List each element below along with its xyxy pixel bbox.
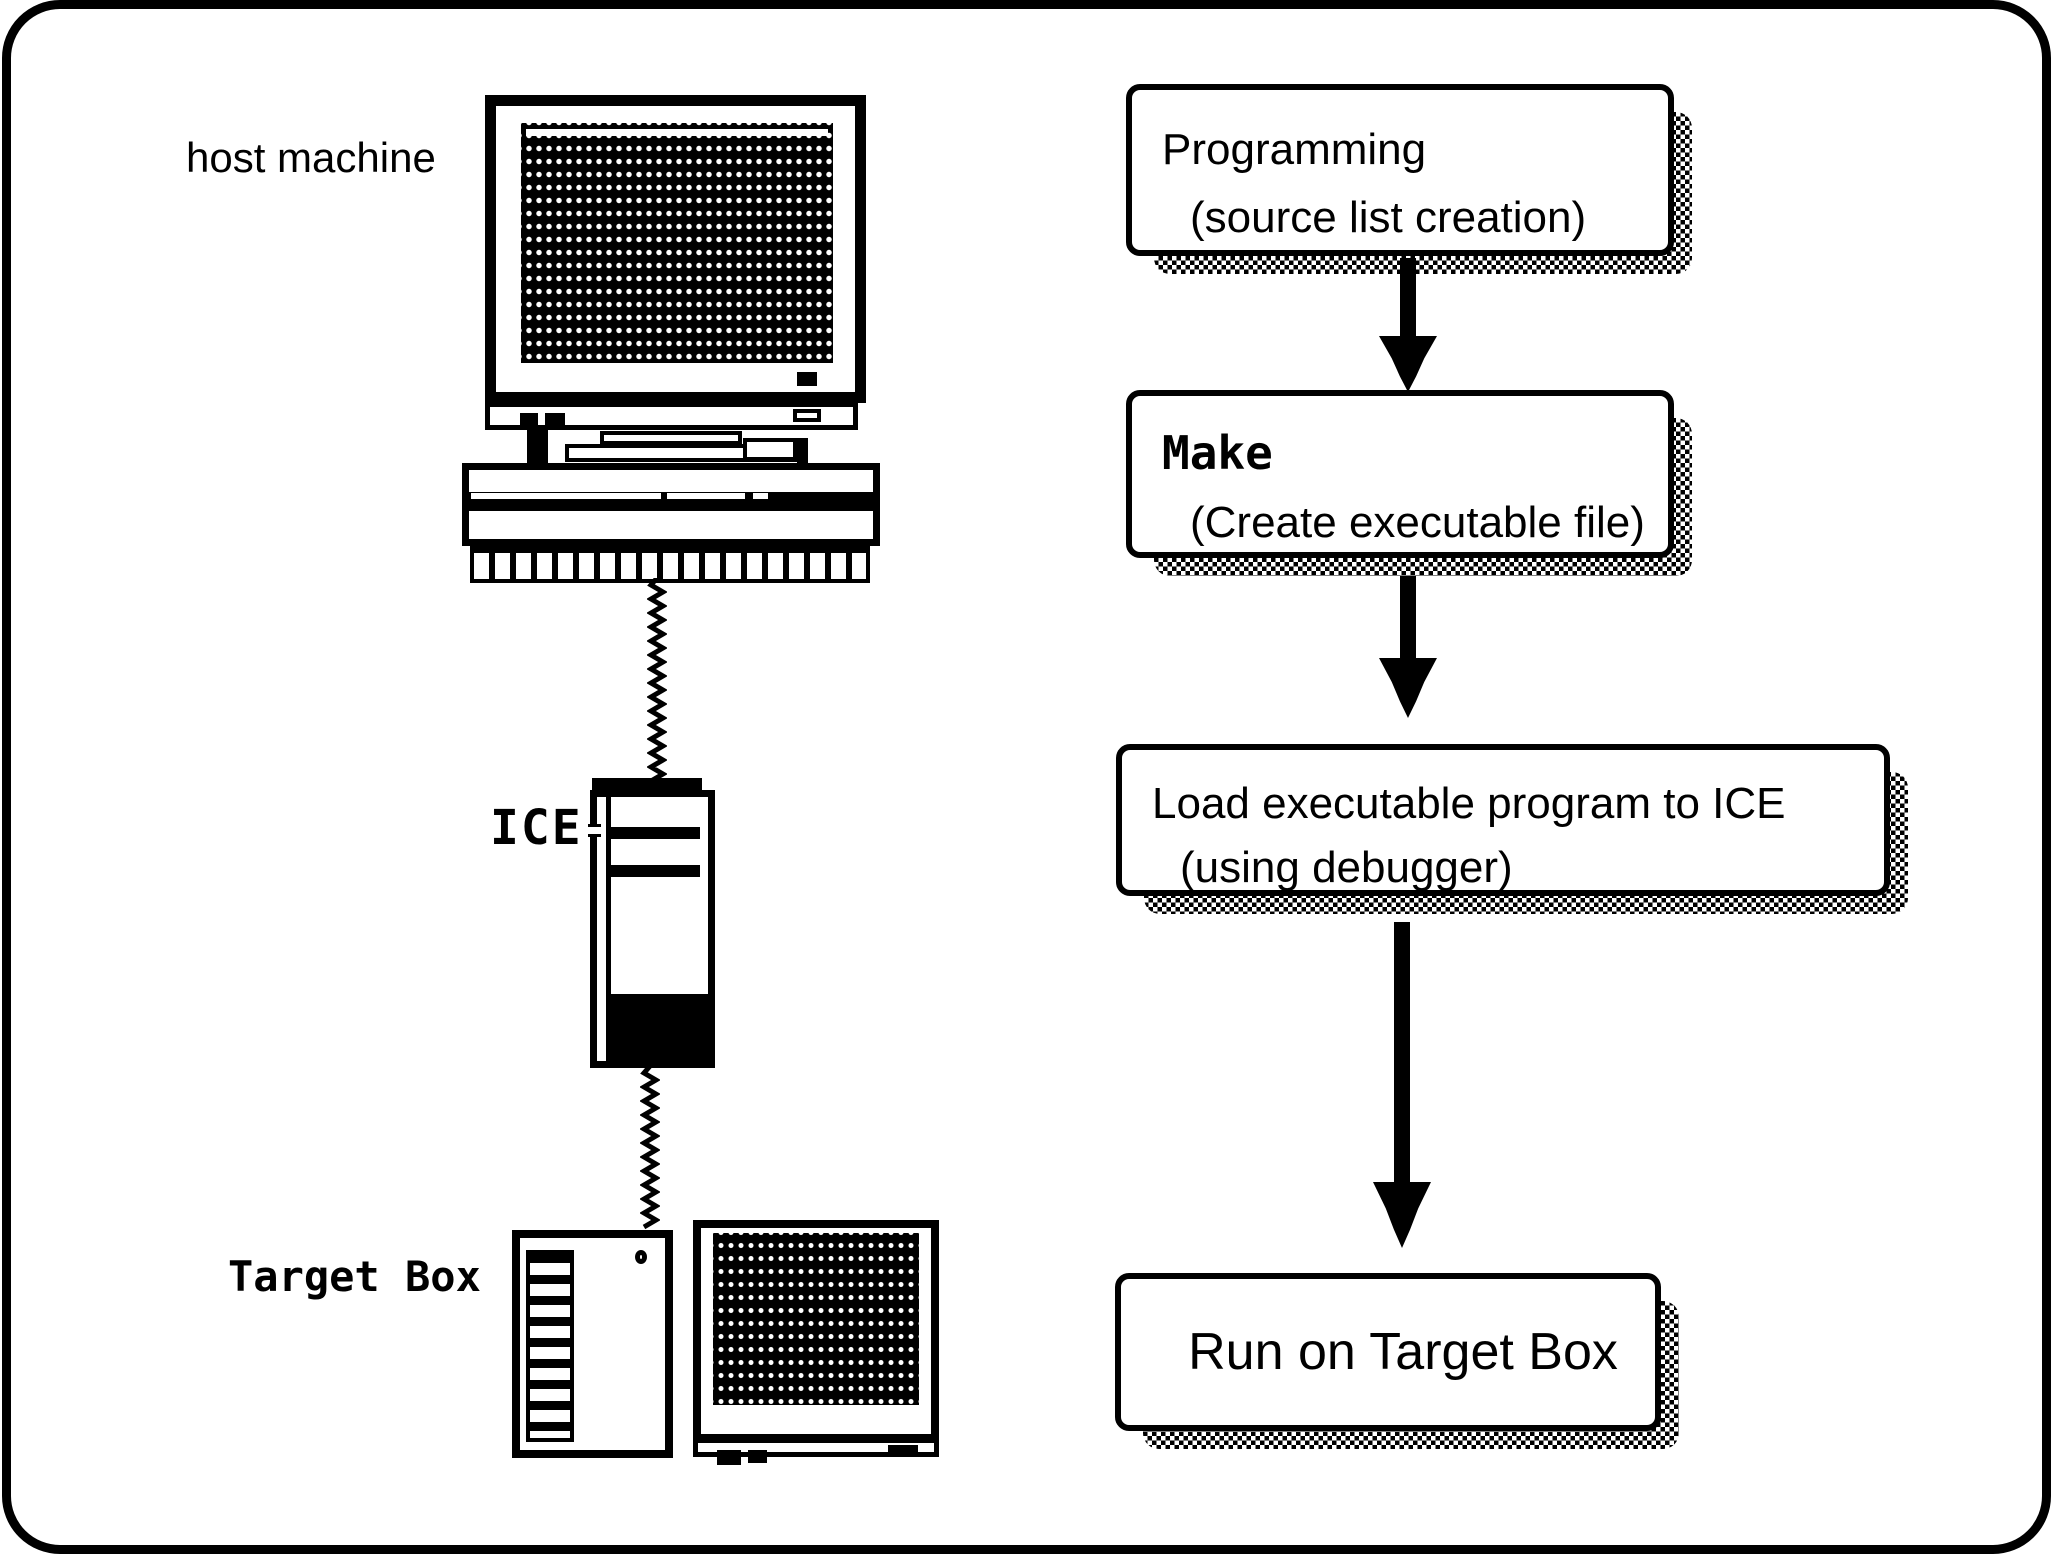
- ice-connector-notch: [588, 824, 601, 837]
- monitor-base: [485, 402, 858, 430]
- target-monitor-screen: [713, 1233, 919, 1405]
- stand-bar: [600, 431, 742, 445]
- keyboard-icon: [470, 545, 870, 583]
- ice-label: ICE: [490, 800, 583, 856]
- flow-step-subtitle: (Create executable file): [1190, 498, 1645, 547]
- flow-step-subtitle: (using debugger): [1180, 843, 1513, 892]
- case-stripe: [469, 492, 873, 511]
- stand-bar: [743, 438, 797, 461]
- flow-step-title: Load executable program to ICE: [1152, 779, 1786, 828]
- monitor-foot: [717, 1450, 741, 1465]
- flow-step-title: Run on Target Box: [1188, 1323, 1618, 1381]
- computer-case-icon: [462, 463, 880, 546]
- base-detail: [545, 413, 565, 427]
- cable-host-to-ice-icon: [647, 578, 667, 784]
- host-monitor-icon: [485, 95, 866, 403]
- flow-arrow-down: [1379, 576, 1437, 718]
- base-detail: [520, 413, 538, 427]
- base-detail: [793, 409, 821, 422]
- flow-step-run-on-target: Run on Target Box: [1115, 1273, 1679, 1449]
- flow-arrow-down: [1373, 922, 1431, 1248]
- target-tower-icon: [512, 1230, 673, 1458]
- flow-arrow-down: [1379, 258, 1437, 392]
- flow-step-title: Make: [1162, 426, 1273, 480]
- ice-device-icon: [590, 790, 715, 1068]
- stand-pivot: [527, 430, 548, 464]
- host-monitor-screen: [521, 123, 833, 363]
- monitor-foot: [748, 1450, 767, 1463]
- target-box-label: Target Box: [228, 1252, 481, 1301]
- ice-base-block: [611, 994, 708, 1061]
- flow-step-make: Make (Create executable file): [1126, 390, 1692, 576]
- ice-slot: [611, 865, 700, 877]
- screen-glare: [526, 129, 828, 136]
- host-machine-label: host machine: [186, 134, 436, 181]
- ice-slot: [611, 827, 700, 839]
- base-dash: [888, 1445, 918, 1454]
- cable-ice-to-target-icon: [640, 1066, 660, 1230]
- target-monitor-icon: [693, 1220, 939, 1442]
- flow-step-subtitle: (source list creation): [1190, 193, 1587, 242]
- tower-power-button: [635, 1250, 647, 1264]
- flow-step-programming: Programming (source list creation): [1126, 84, 1692, 274]
- ice-panel-line: [606, 797, 611, 1061]
- power-led: [797, 372, 817, 386]
- stand-connector: [797, 438, 808, 464]
- flow-step-load-to-ice: Load executable program to ICE (using de…: [1116, 744, 1908, 914]
- tower-vents: [526, 1250, 574, 1442]
- flow-step-title: Programming: [1162, 125, 1427, 174]
